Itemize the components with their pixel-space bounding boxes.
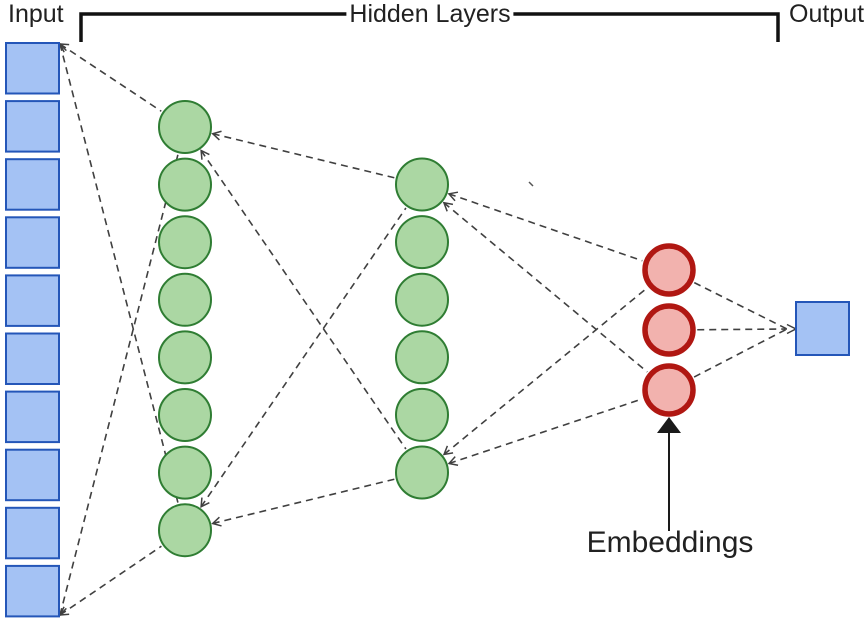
- connection-line: [56, 154, 179, 617]
- hidden-layer-1: [158, 100, 212, 558]
- edges: [56, 42, 788, 617]
- connection-line: [447, 191, 643, 262]
- hidden1-node: [158, 445, 212, 500]
- hidden2-node: [395, 272, 449, 327]
- hidden-layers-bracket: [79, 12, 780, 42]
- embeddings-arrowhead-icon: [657, 417, 681, 433]
- connection-line: [58, 43, 162, 112]
- connection-line: [211, 130, 395, 179]
- hidden1-node: [158, 100, 212, 154]
- input-node: [5, 42, 60, 95]
- connection-line: [200, 207, 407, 508]
- hidden2-node: [395, 215, 449, 270]
- input-node: [5, 158, 60, 211]
- hidden1-node: [158, 215, 212, 270]
- connection-line: [56, 42, 179, 503]
- embeddings-label: Embeddings: [586, 526, 754, 559]
- input-node: [5, 216, 60, 269]
- output-layer: [795, 301, 850, 356]
- hidden1-node: [158, 330, 212, 385]
- connection-line: [693, 281, 788, 330]
- hidden2-node: [395, 330, 449, 385]
- input-node: [5, 448, 60, 502]
- connection-line: [442, 287, 648, 456]
- output-node: [795, 301, 850, 356]
- connection-line: [693, 328, 788, 378]
- hidden1-node: [158, 388, 212, 442]
- input-node: [5, 274, 60, 327]
- hidden-layers-label: Hidden Layers: [346, 1, 514, 27]
- hidden1-node: [158, 272, 212, 327]
- input-node: [5, 332, 60, 385]
- hidden2-node: [395, 157, 449, 212]
- hidden-layer-2: [395, 157, 449, 500]
- connection-line: [442, 201, 648, 373]
- embeddings-node: [642, 303, 696, 357]
- embeddings-node: [642, 243, 696, 297]
- embeddings-node: [642, 363, 696, 417]
- hidden2-node: [395, 445, 449, 500]
- input-node: [5, 506, 60, 560]
- hidden2-node: [395, 387, 449, 442]
- embeddings-layer: [642, 243, 696, 417]
- connection-line: [200, 149, 407, 450]
- input-node: [5, 564, 60, 618]
- output-label: Output: [789, 0, 865, 28]
- connection-line: [697, 329, 787, 330]
- connection-line: [447, 398, 643, 466]
- hidden1-node: [158, 503, 212, 558]
- connection-line: [211, 478, 395, 527]
- input-node: [5, 390, 60, 444]
- input-label: Input: [8, 0, 64, 28]
- connection-line: [58, 545, 162, 616]
- stray-mark: [528, 181, 534, 187]
- hidden1-node: [158, 157, 212, 212]
- input-layer: [5, 42, 60, 618]
- input-node: [5, 100, 60, 153]
